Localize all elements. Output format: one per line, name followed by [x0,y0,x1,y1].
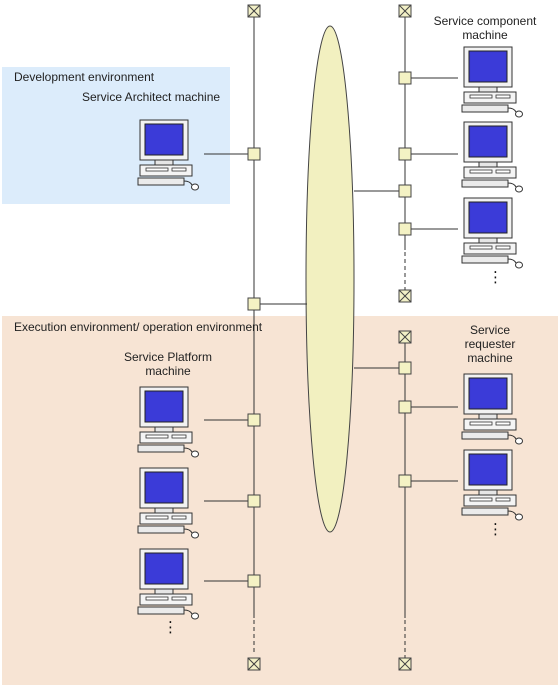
terminator-icon [247,657,261,671]
more-platforms-ellipsis-icon: ⋮ [163,618,178,636]
connector-node-icon [247,413,261,427]
connector-node-icon [398,184,412,198]
connector-node-icon [247,147,261,161]
connector-node-icon [398,400,412,414]
terminator-icon [398,330,412,344]
execution-zone-label: Execution environment/ operation environ… [14,320,263,334]
connector-node-icon [398,474,412,488]
terminator-icon [398,657,412,671]
connector-node-icon [398,147,412,161]
connector-node-icon [247,297,261,311]
terminator-icon [398,289,412,303]
platform-machine-label: Service Platform machine [123,350,213,378]
connector-node-icon [247,494,261,508]
component-computer-icon [461,197,523,269]
architect-machine-label: Service Architect machine [82,90,221,104]
network-ellipse [305,25,355,533]
more-requesters-ellipsis-icon: ⋮ [488,520,503,538]
development-zone-label: Development environment [14,70,155,84]
development-zone [2,67,230,204]
component-computer-icon [461,46,523,118]
terminator-icon [247,4,261,18]
requester-machine-label: Service requester machine [464,323,516,365]
connector-node-icon [247,574,261,588]
more-components-ellipsis-icon: ⋮ [488,268,503,286]
component-machine-label: Service component machine [433,14,537,42]
connector-node-icon [398,361,412,375]
terminator-icon [398,4,412,18]
connector-node-icon [398,222,412,236]
connector-node-icon [398,71,412,85]
component-computer-icon [461,121,523,193]
